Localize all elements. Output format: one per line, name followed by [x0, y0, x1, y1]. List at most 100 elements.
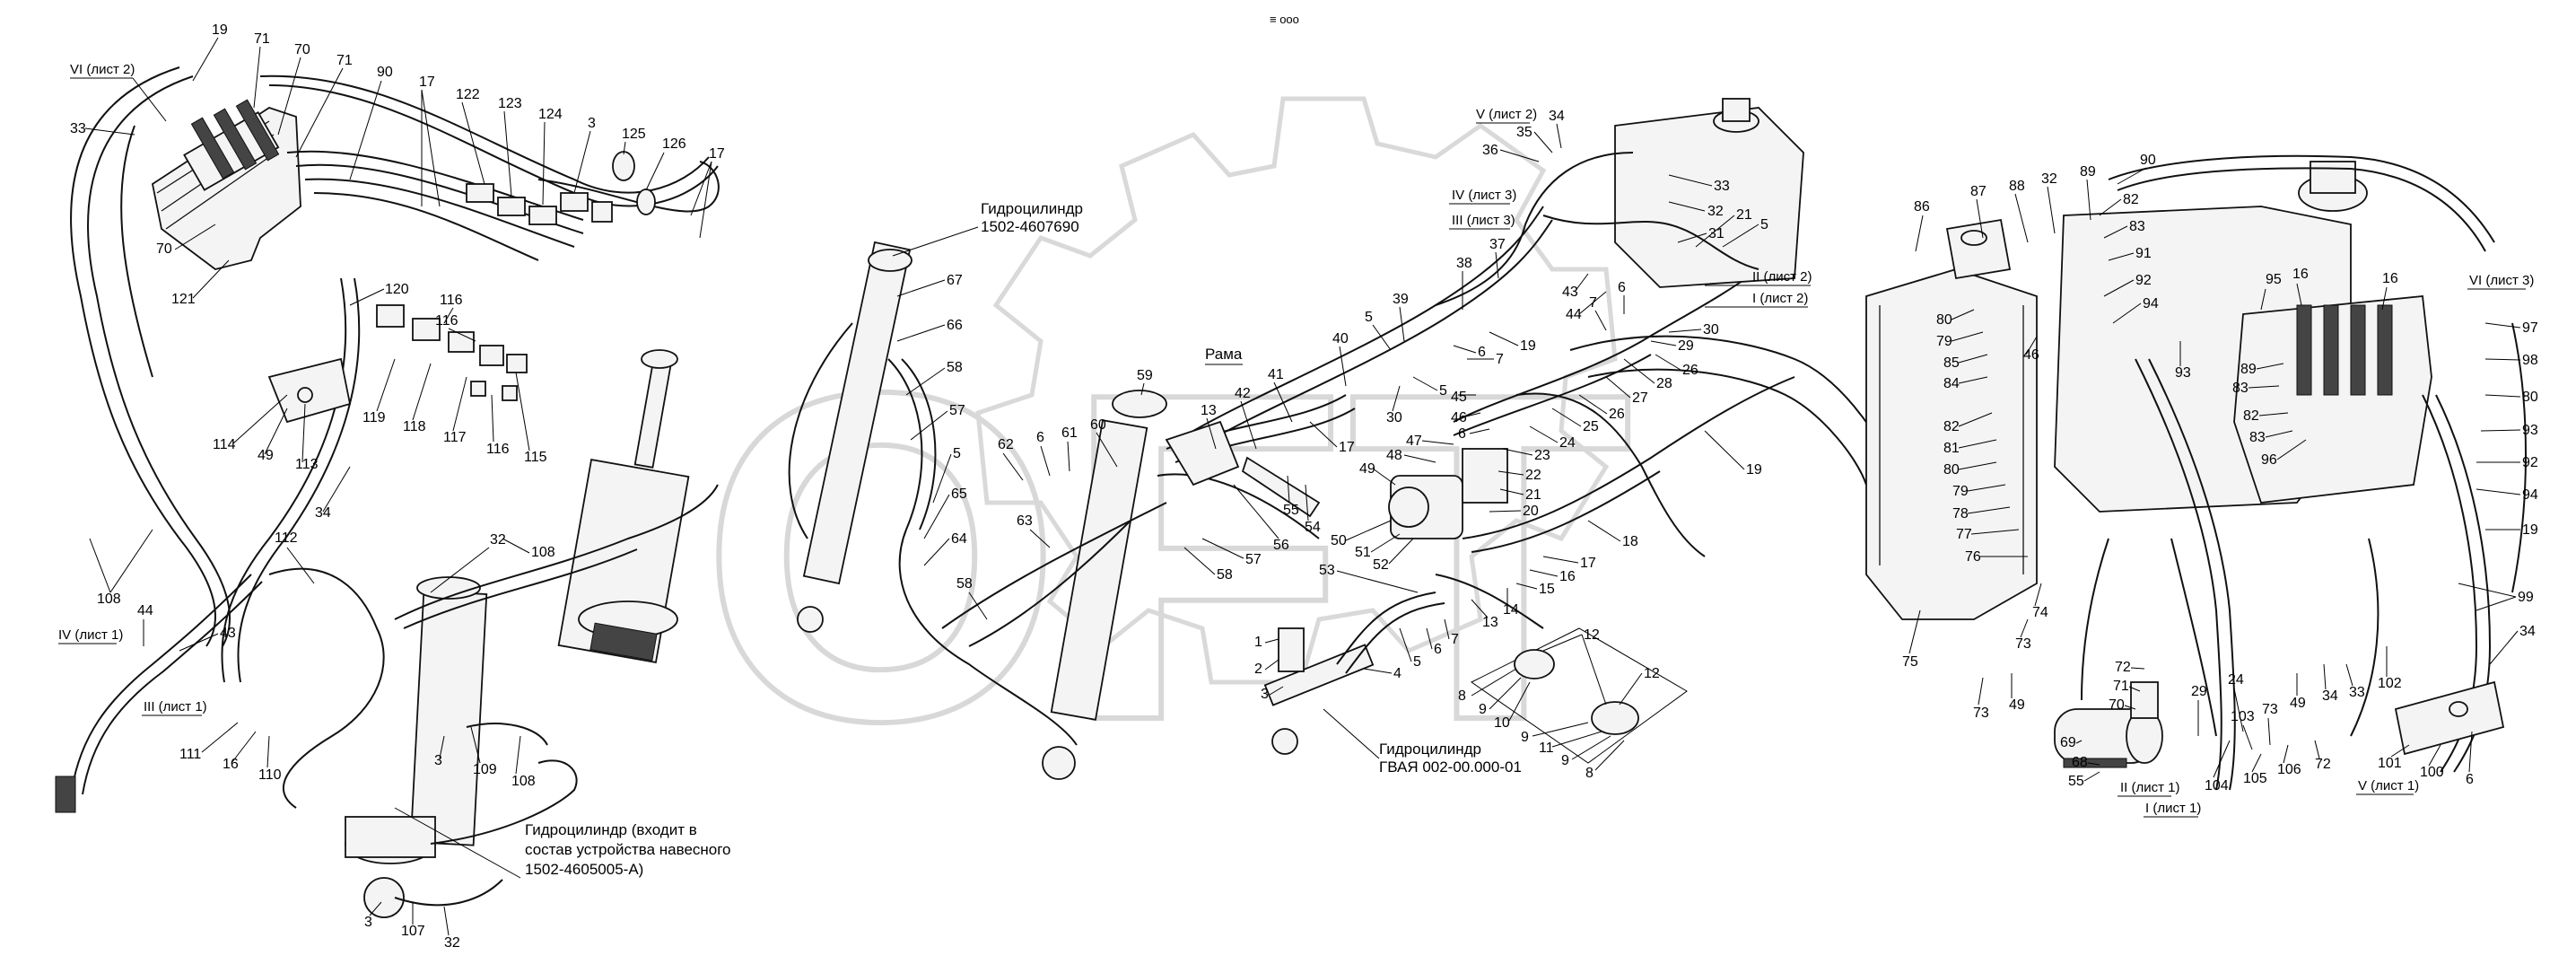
callout: 63	[1017, 513, 1033, 529]
callout: 16	[223, 757, 239, 772]
callout: 7	[1496, 352, 1504, 367]
callout: 23	[1534, 448, 1550, 463]
callout: 62	[998, 437, 1014, 452]
callout: 5	[1439, 383, 1447, 399]
callout: 32	[2041, 171, 2057, 187]
callout: 79	[1936, 334, 1952, 349]
callout: 78	[1952, 506, 1969, 522]
callout: 34	[2322, 688, 2338, 704]
callout: 29	[2191, 684, 2207, 699]
callout: 34	[1549, 109, 1565, 124]
callout: 16	[1559, 569, 1576, 584]
frame-rama	[1165, 420, 1321, 518]
caption-cylinder-gvaya-1: Гидроцилиндр	[1379, 741, 1481, 758]
callout: 108	[511, 774, 536, 789]
callout: 32	[444, 935, 460, 951]
callout: 50	[1331, 533, 1347, 548]
quick-coupling-set	[1471, 627, 1688, 764]
ref-i-2-mid: I (лист 2)	[1752, 291, 1808, 306]
callout: 95	[2266, 272, 2282, 287]
callout: 67	[947, 273, 963, 288]
callout: 7	[1451, 632, 1459, 647]
callout: 44	[1566, 307, 1582, 322]
callout: 119	[362, 410, 386, 425]
ref-i-1-right: I (лист 1)	[2145, 801, 2201, 816]
block-100	[2394, 680, 2505, 756]
left-assembly	[55, 66, 720, 918]
callout: 94	[2522, 487, 2538, 503]
callout: 90	[2140, 153, 2156, 168]
callout: 12	[1644, 666, 1660, 681]
callout: 26	[1609, 407, 1625, 422]
callout: 17	[419, 75, 435, 90]
callout: 124	[538, 107, 563, 122]
callout: 115	[524, 450, 547, 465]
callout: 25	[1583, 419, 1599, 434]
callout: 110	[258, 767, 282, 783]
captions: Гидроцилиндр 1502-4607690 Рама Гидроцили…	[394, 200, 1522, 879]
callout: 13	[1482, 615, 1498, 630]
callout: 109	[473, 762, 497, 777]
callout: 82	[2123, 192, 2139, 207]
callout: 9	[1521, 730, 1529, 745]
callout: 71	[2113, 679, 2129, 694]
ref-iv-3-mid: IV (лист 3)	[1452, 188, 1516, 203]
callout: 74	[2032, 605, 2048, 620]
callout: 116	[435, 313, 458, 329]
callout: 108	[97, 592, 121, 607]
callout: 40	[1332, 331, 1349, 346]
callout: 37	[1489, 237, 1506, 252]
callout: 60	[1090, 417, 1106, 433]
callout: 12	[1584, 627, 1600, 643]
callout: 17	[709, 146, 725, 162]
callout: 36	[1482, 143, 1498, 158]
callout: 94	[2143, 296, 2159, 311]
callout: 93	[2522, 423, 2538, 438]
callout: 9	[1479, 702, 1487, 717]
callout: 92	[2135, 273, 2152, 288]
callout: 45	[1451, 390, 1467, 405]
callout: 80	[1936, 312, 1952, 328]
callout: 122	[456, 87, 480, 102]
callout: 123	[498, 96, 522, 111]
callout: 100	[2420, 765, 2444, 780]
ref-iii-3-mid: III (лист 3)	[1452, 213, 1515, 228]
callout: 8	[1585, 766, 1594, 781]
callout: 6	[2466, 772, 2474, 787]
callout: 108	[531, 545, 555, 560]
callout: 21	[1525, 487, 1541, 503]
callout: 90	[377, 65, 393, 80]
callout: 70	[156, 241, 172, 257]
callout: 49	[2009, 697, 2025, 713]
cylinder-gvaya	[1263, 592, 1445, 755]
callout: 82	[2243, 408, 2259, 424]
caption-cylinder-big-1: Гидроцилиндр (входит в	[525, 821, 697, 838]
callout: 43	[1562, 285, 1578, 300]
pump-unit	[1388, 268, 1795, 629]
callout: 80	[2522, 390, 2538, 405]
callout: 3	[1261, 687, 1269, 702]
ref-vi-3-right: VI (лист 3)	[2469, 273, 2534, 288]
top-note: ≡ ооо	[1270, 13, 1299, 26]
callout: 31	[1708, 226, 1725, 241]
callout: 19	[1520, 338, 1536, 354]
callout: 14	[1503, 602, 1519, 618]
callout: 10	[1494, 715, 1510, 731]
fittings-row	[376, 151, 656, 401]
callout: 3	[434, 753, 442, 768]
callout: 106	[2277, 762, 2301, 777]
callout: 113	[295, 457, 319, 472]
callout: 27	[1632, 390, 1648, 406]
callout: 42	[1235, 386, 1251, 401]
callout: 73	[1973, 706, 1989, 721]
callout: 89	[2080, 164, 2096, 180]
callout: 55	[2068, 774, 2084, 789]
callout: 32	[1707, 204, 1724, 219]
callout: 101	[2378, 756, 2402, 771]
callout: 19	[2522, 522, 2538, 538]
caption-rama: Рама	[1205, 346, 1243, 363]
callout: 47	[1406, 434, 1422, 449]
callout: 1	[1254, 635, 1262, 650]
callout: 89	[2240, 362, 2257, 377]
